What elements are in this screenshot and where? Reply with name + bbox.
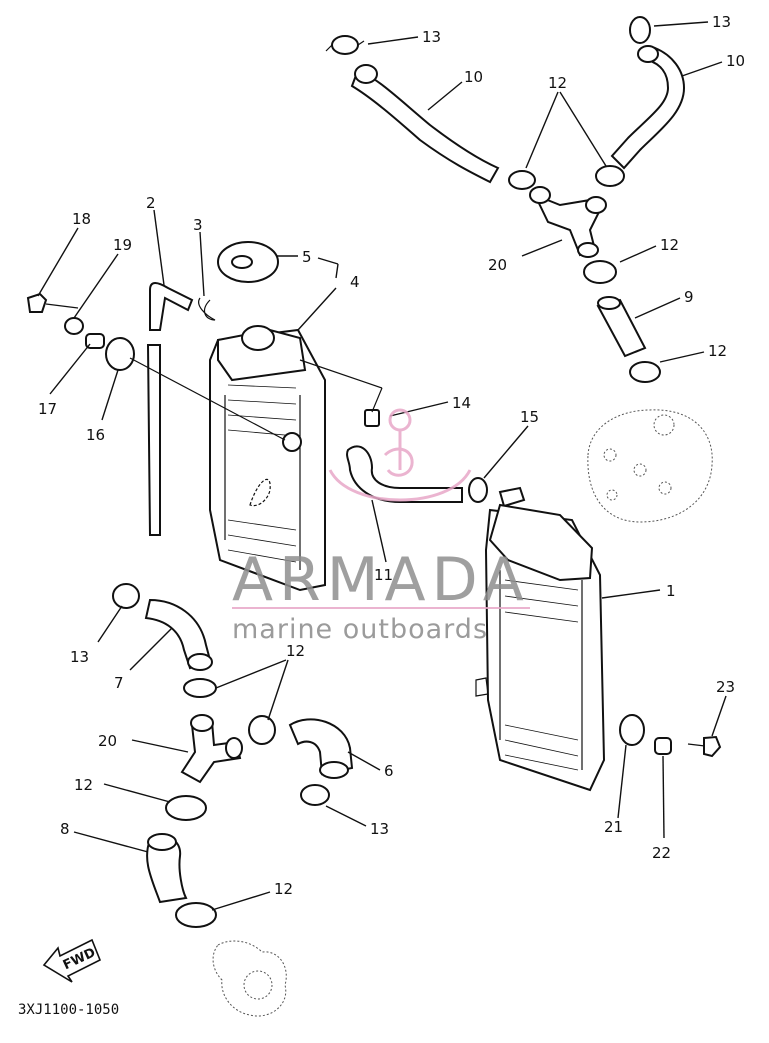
callout-7: 7 [114,674,124,692]
watermark-tagline: marine outboards [232,614,488,645]
right-radiator [475,503,722,792]
callout-10b: 10 [726,52,745,70]
callout-12f: 12 [274,880,293,898]
leader-lines [37,21,727,911]
callout-5: 5 [302,248,312,266]
callout-22: 22 [652,844,671,862]
callout-12b: 12 [660,236,679,254]
anchor-logo-icon [328,408,472,502]
cylinder-head-outline [587,409,713,523]
callout-19: 19 [113,236,132,254]
callout-11: 11 [374,566,393,584]
callout-2: 2 [146,194,156,212]
left-radiator [26,241,526,592]
callout-18: 18 [72,210,91,228]
callout-23: 23 [716,678,735,696]
callout-4: 4 [350,273,360,291]
part-code: 3XJ1100-1050 [18,1002,119,1018]
callout-15: 15 [520,408,539,426]
callout-12a: 12 [548,74,567,92]
callout-16: 16 [86,426,105,444]
callout-13b: 13 [712,13,731,31]
callout-12e: 12 [74,776,93,794]
callout-8: 8 [60,820,70,838]
lower-hose-assembly [42,583,354,1017]
upper-hose-assembly [325,16,686,383]
callout-20a: 20 [488,256,507,274]
fwd-arrow-icon [42,938,102,983]
callout-12d: 12 [286,642,305,660]
callout-21: 21 [604,818,623,836]
callout-3: 3 [193,216,203,234]
callout-14: 14 [452,394,471,412]
callout-labels: 13 13 10 10 12 12 9 12 20 18 2 3 5 4 19 … [38,13,745,898]
callout-13d: 13 [370,820,389,838]
watermark-brand: ARMADA [232,545,530,615]
callout-13a: 13 [422,28,441,46]
callout-12c: 12 [708,342,727,360]
callout-10a: 10 [464,68,483,86]
callout-20b: 20 [98,732,117,750]
callout-6: 6 [384,762,394,780]
watermark: ARMADA marine outboards [232,408,530,645]
callout-1: 1 [666,582,676,600]
callout-13c: 13 [70,648,89,666]
callout-9: 9 [684,288,694,306]
callout-17: 17 [38,400,57,418]
